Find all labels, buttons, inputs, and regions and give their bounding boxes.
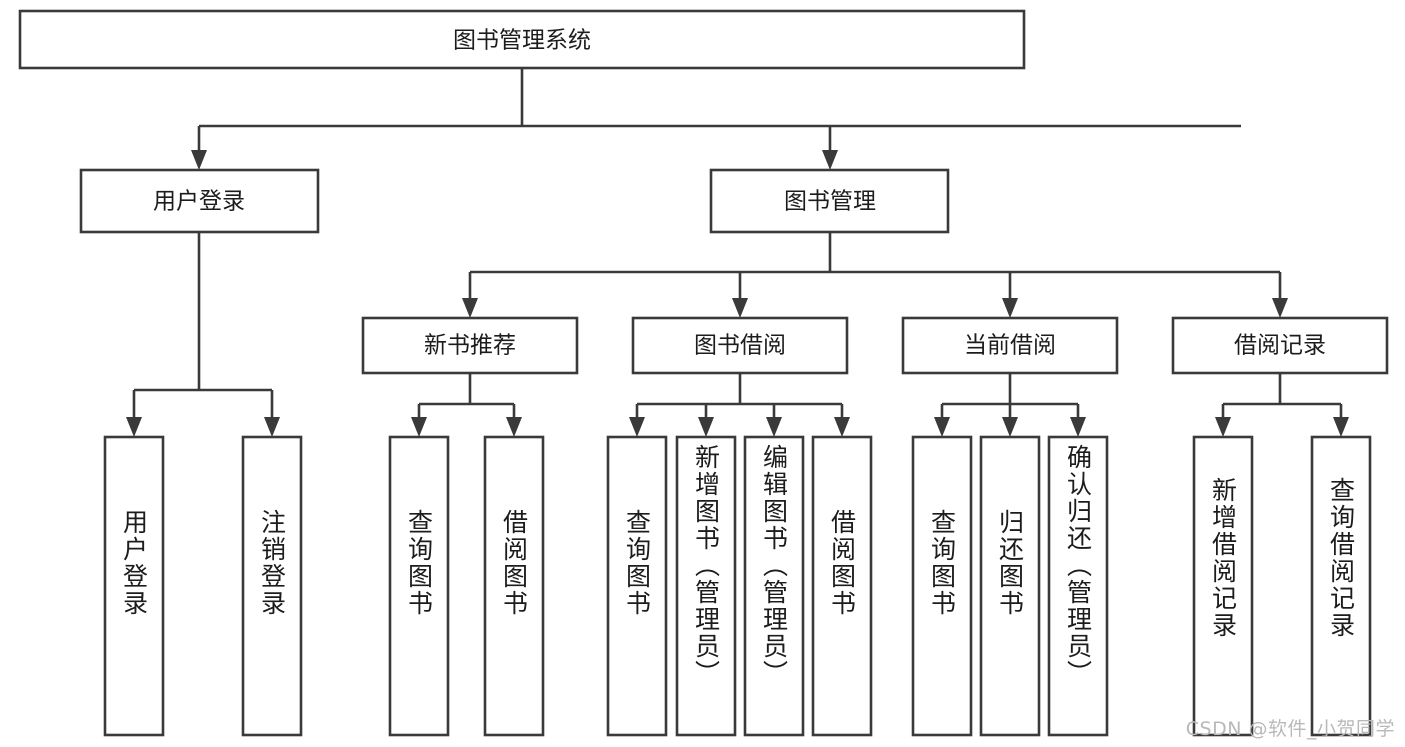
leaf-box-logout[interactable] xyxy=(241,435,303,737)
leaf-borrow-record-group xyxy=(1192,435,1372,737)
leaf-label-query-book-3: 查询图书 xyxy=(927,509,957,617)
node-book-manage[interactable]: 图书管理 xyxy=(709,168,950,234)
leaf-box-confirm-return-admin[interactable] xyxy=(1047,435,1109,737)
leaf-label-confirm-return-admin: 确认归还（管理员） xyxy=(1063,444,1093,687)
connector-book-manage-to-level3 xyxy=(462,232,1288,318)
leaf-label-query-borrow-record: 查询借阅记录 xyxy=(1326,477,1356,639)
node-borrow-record[interactable]: 借阅记录 xyxy=(1171,316,1389,375)
node-user-login-label: 用户登录 xyxy=(153,189,245,215)
node-root-label: 图书管理系统 xyxy=(453,28,591,54)
node-root[interactable]: 图书管理系统 xyxy=(18,9,1026,70)
leaf-box-add-borrow-record[interactable] xyxy=(1192,435,1254,737)
leaf-box-edit-book-admin[interactable] xyxy=(743,435,805,737)
leaf-new-book-recommend-group xyxy=(388,435,545,737)
leaf-box-query-book-2[interactable] xyxy=(606,435,668,737)
node-book-manage-label: 图书管理 xyxy=(784,189,876,215)
node-current-borrow-label: 当前借阅 xyxy=(964,333,1056,359)
node-new-book-recommend-label: 新书推荐 xyxy=(424,333,516,359)
node-new-book-recommend-box xyxy=(361,316,579,375)
leaf-label-borrow-book-1: 借阅图书 xyxy=(499,509,529,617)
node-book-borrow-label: 图书借阅 xyxy=(694,333,786,359)
leaf-label-add-book-admin: 新增图书（管理员） xyxy=(691,444,721,687)
connector-current-borrow-to-leaves xyxy=(934,373,1086,437)
leaf-box-query-book-1[interactable] xyxy=(388,435,450,737)
leaf-label-return-book: 归还图书 xyxy=(995,509,1025,617)
node-root-box xyxy=(18,9,1026,70)
leaf-label-query-book-2: 查询图书 xyxy=(622,509,652,617)
leaf-box-return-book[interactable] xyxy=(979,435,1041,737)
connector-root-to-level2 xyxy=(191,68,1241,170)
leaf-box-borrow-book-1[interactable] xyxy=(483,435,545,737)
connector-new-book-recommend-to-leaves xyxy=(411,373,522,437)
node-borrow-record-label: 借阅记录 xyxy=(1234,333,1326,359)
node-current-borrow-box xyxy=(901,316,1119,375)
leaf-user-login-group xyxy=(103,435,303,737)
arrowhead-book-manage xyxy=(822,150,838,170)
leaf-book-borrow-group xyxy=(606,435,873,737)
leaf-current-borrow-group xyxy=(911,435,1109,737)
leaf-box-add-book-admin[interactable] xyxy=(675,435,737,737)
leaf-label-user-login: 用户登录 xyxy=(119,509,149,617)
node-current-borrow[interactable]: 当前借阅 xyxy=(901,316,1119,375)
node-new-book-recommend[interactable]: 新书推荐 xyxy=(361,316,579,375)
connector-user-login-to-leaves xyxy=(126,232,280,437)
leaf-box-user-login[interactable] xyxy=(103,435,165,737)
connector-borrow-record-to-leaves xyxy=(1215,373,1349,437)
node-book-borrow[interactable]: 图书借阅 xyxy=(631,316,849,375)
arrowhead-user-login xyxy=(191,150,207,170)
leaf-box-query-book-3[interactable] xyxy=(911,435,973,737)
leaf-box-query-borrow-record[interactable] xyxy=(1310,435,1372,737)
node-user-login[interactable]: 用户登录 xyxy=(79,168,320,234)
leaf-label-borrow-book-2: 借阅图书 xyxy=(827,509,857,617)
leaf-label-logout: 注销登录 xyxy=(257,509,287,617)
node-book-borrow-box xyxy=(631,316,849,375)
connector-book-borrow-to-leaves xyxy=(629,373,850,437)
leaf-label-query-book-1: 查询图书 xyxy=(404,509,434,617)
leaf-box-borrow-book-2[interactable] xyxy=(811,435,873,737)
leaf-label-add-borrow-record: 新增借阅记录 xyxy=(1208,477,1238,639)
leaf-label-edit-book-admin: 编辑图书（管理员） xyxy=(759,444,789,687)
